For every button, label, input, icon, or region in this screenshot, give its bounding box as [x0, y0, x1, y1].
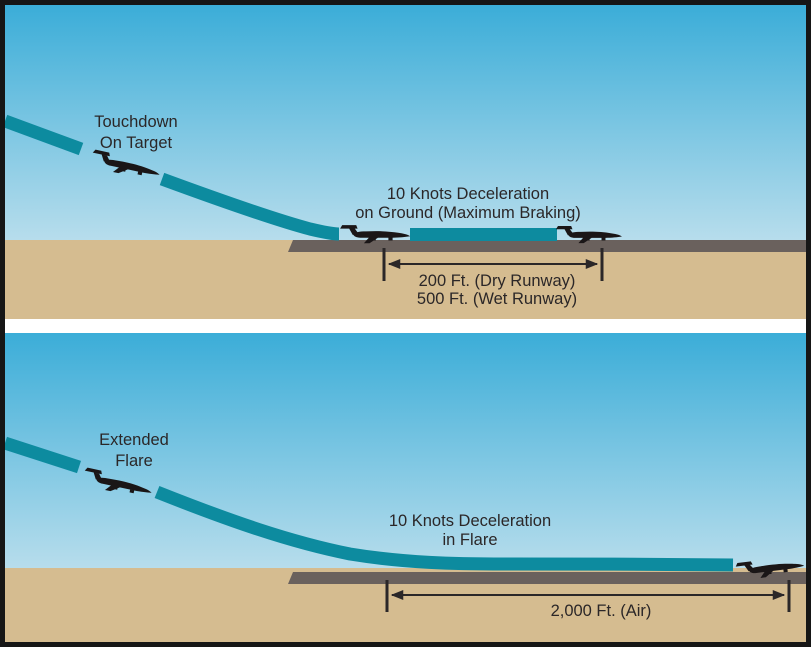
extended-flare-label-line1: Extended — [99, 431, 169, 449]
panel-extended-flare: Extended Flare 10 Knots Deceleration in … — [5, 333, 806, 642]
glide-path-approach-segment — [5, 114, 84, 156]
extended-flare-label-line2: Flare — [115, 452, 153, 470]
ground-top-panel — [5, 240, 806, 319]
touchdown-label-line2: On Target — [100, 134, 173, 152]
glide-path-extended-flare-segment — [154, 485, 734, 572]
panel-touchdown-on-target: Touchdown On Target 10 Knots Deceleratio… — [5, 5, 806, 319]
glide-path-approach-segment — [5, 436, 82, 474]
sky-top-panel — [5, 5, 806, 240]
deceleration-label-line1: 10 Knots Deceleration — [387, 185, 549, 203]
deceleration-label-line2: on Ground (Maximum Braking) — [355, 204, 581, 222]
sky-bottom-panel — [5, 333, 806, 568]
deceleration-label-line1: 10 Knots Deceleration — [389, 512, 551, 530]
distance-label-air: 2,000 Ft. (Air) — [551, 602, 652, 620]
deceleration-label-line2: in Flare — [442, 531, 497, 549]
distance-label-wet: 500 Ft. (Wet Runway) — [417, 290, 577, 308]
ground-roll-bar — [410, 228, 557, 241]
runway-bottom-panel — [288, 572, 806, 584]
panel-divider — [5, 319, 806, 333]
distance-label-dry: 200 Ft. (Dry Runway) — [419, 272, 576, 290]
touchdown-label-line1: Touchdown — [94, 113, 177, 131]
glide-path-flare-segment — [159, 172, 340, 241]
runway-top-panel — [288, 240, 806, 252]
